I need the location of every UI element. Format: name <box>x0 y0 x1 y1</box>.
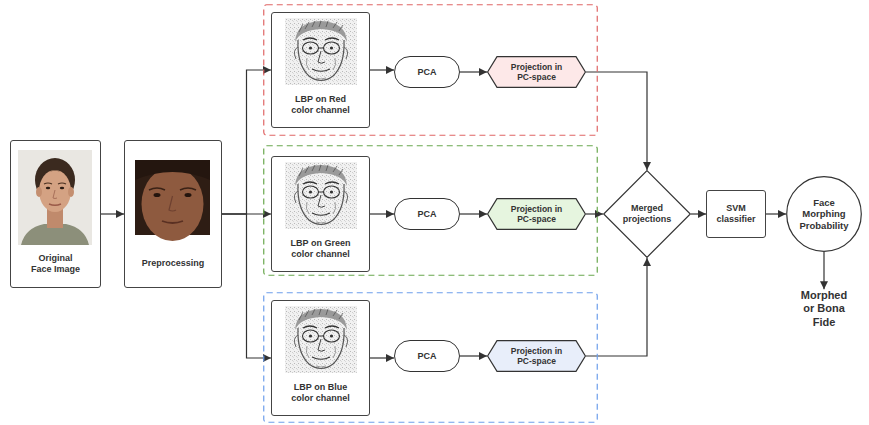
hexagon <box>488 199 586 230</box>
lbp-box: LBP on Green color channel <box>271 156 370 272</box>
projection-step: Projection in PC-space <box>487 56 586 88</box>
flow-arrow <box>766 213 786 214</box>
pca-step: PCA <box>394 198 460 230</box>
flow-arrow <box>460 213 487 214</box>
hexagon <box>488 341 586 372</box>
node-label: SVM classifier <box>712 203 760 225</box>
flow-arrow <box>460 355 487 356</box>
circle <box>787 177 862 252</box>
node-label: PCA <box>417 351 436 362</box>
lbp-image <box>285 306 357 373</box>
node-label: LBP on Blue color channel <box>285 382 357 404</box>
flow-arrow <box>370 69 394 70</box>
flow-arrow <box>586 72 647 170</box>
lbp-image <box>285 18 357 85</box>
lbp-box: LBP on Red color channel <box>271 12 370 128</box>
pca-step: PCA <box>394 340 460 372</box>
pca-step: PCA <box>394 56 460 88</box>
preprocessing-box: Preprocessing <box>124 140 222 288</box>
projection-step: Projection in PC-space <box>487 340 586 372</box>
flow-arrow <box>691 213 706 214</box>
classifier-box: SVM classifier <box>706 190 766 238</box>
node-label: LBP on Green color channel <box>285 238 357 260</box>
group-outline <box>264 146 598 276</box>
node-label: Projection in PC-space <box>507 204 567 224</box>
flow-arrow <box>586 258 647 356</box>
group-outline <box>264 293 598 423</box>
output-circle: Face Morphing Probability <box>786 176 862 252</box>
node-label: Merged projections <box>619 203 675 225</box>
node-label: Preprocessing <box>142 258 205 269</box>
lbp-box: LBP on Blue color channel <box>271 300 370 416</box>
flow-arrow <box>370 357 394 358</box>
channel-group: LBP on Blue color channel PCA Projection i… <box>263 292 598 423</box>
node-label: PCA <box>417 67 436 78</box>
node-label: Face Morphing Probability <box>795 197 853 231</box>
node-label: PCA <box>417 209 436 220</box>
projection-step: Projection in PC-space <box>487 198 586 230</box>
node-label: Projection in PC-space <box>507 346 567 366</box>
channel-group: LBP on Red color channel PCA Projection in… <box>263 4 598 136</box>
flow-arrow <box>101 213 124 214</box>
face-photo <box>18 150 92 245</box>
preprocessed-face <box>135 160 210 241</box>
node-label: Projection in PC-space <box>507 62 567 82</box>
flow-arrow <box>586 213 603 214</box>
group-outline <box>264 5 598 136</box>
input-image-box: Original Face Image <box>10 140 101 288</box>
node-label: Morphed or Bona Fide <box>795 289 853 329</box>
diamond <box>604 171 691 258</box>
hexagon <box>488 57 586 88</box>
node-label: Original Face Image <box>28 253 83 275</box>
channel-group: LBP on Green color channel PCA Projection … <box>263 145 598 276</box>
flow-arrow <box>460 71 487 72</box>
flow-arrow <box>823 252 824 289</box>
flow-arrow <box>370 213 394 214</box>
node-label: LBP on Red color channel <box>285 94 357 116</box>
decision-diamond: Merged projections <box>603 170 691 258</box>
result-text: Morphed or Bona Fide <box>789 289 859 337</box>
lbp-image <box>285 162 357 229</box>
